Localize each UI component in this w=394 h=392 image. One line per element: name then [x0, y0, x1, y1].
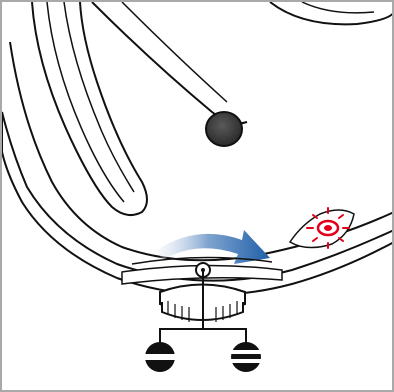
- single-line-circle-icon: [143, 342, 177, 372]
- inner-groove: [92, 2, 247, 123]
- curved-handle: [32, 2, 147, 215]
- red-indicator-light-icon: [290, 208, 354, 248]
- top-rim: [270, 2, 394, 24]
- inner-groove-line: [122, 2, 227, 102]
- double-line-circle-icon: [229, 342, 263, 372]
- mounting-hole: [206, 112, 242, 146]
